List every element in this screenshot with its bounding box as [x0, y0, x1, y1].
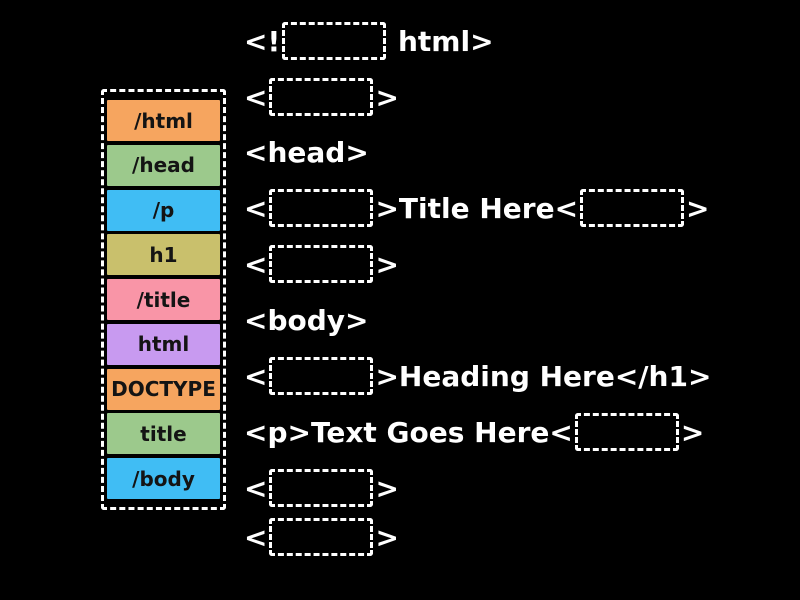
answer-blank[interactable]: [574, 413, 679, 451]
answer-blank[interactable]: [269, 189, 374, 227]
code-line-body-open: <body>: [244, 300, 369, 340]
word-tile-title[interactable]: title: [107, 413, 220, 455]
code-text: >Title Here<: [375, 191, 579, 225]
word-tile-close-body[interactable]: /body: [107, 458, 220, 499]
word-tile-close-title[interactable]: /title: [107, 279, 220, 320]
word-tile-close-html[interactable]: /html: [107, 100, 220, 141]
code-text: >: [375, 471, 399, 505]
code-line-body-close: <>: [244, 468, 399, 508]
code-text: <: [244, 471, 268, 505]
answer-blank[interactable]: [269, 518, 374, 556]
word-tile-close-head[interactable]: /head: [107, 144, 220, 186]
code-line-head-open: <head>: [244, 132, 369, 172]
code-text: >: [680, 415, 705, 449]
code-text: <: [244, 520, 268, 554]
code-line-html-close: <>: [244, 517, 399, 557]
code-text: <!: [244, 24, 281, 58]
answer-blank[interactable]: [580, 189, 685, 227]
code-line-head-close: <>: [244, 244, 399, 284]
code-line-paragraph: <p>Text Goes Here< >: [244, 412, 704, 452]
code-text: >: [375, 80, 399, 114]
code-text: <p>Text Goes Here<: [244, 415, 573, 449]
word-tile-doctype[interactable]: DOCTYPE: [107, 368, 220, 410]
answer-blank[interactable]: [269, 245, 374, 283]
code-line-heading: < >Heading Here</h1>: [244, 356, 711, 396]
code-text: >: [375, 247, 399, 281]
answer-blank[interactable]: [269, 469, 374, 507]
code-text: >: [686, 191, 710, 225]
code-line-html-open: <>: [244, 77, 399, 117]
word-tile-html[interactable]: html: [107, 323, 220, 365]
answer-blank[interactable]: [282, 22, 387, 60]
word-tile-h1[interactable]: h1: [107, 234, 220, 276]
code-line-doctype: <! html>: [244, 21, 494, 61]
code-text: >Heading Here</h1>: [375, 359, 712, 393]
answer-blank[interactable]: [269, 78, 374, 116]
code-text: <: [244, 247, 268, 281]
code-text: <head>: [244, 135, 369, 169]
code-text: >: [375, 520, 399, 554]
code-text: <: [244, 191, 268, 225]
word-tile-close-p[interactable]: /p: [107, 189, 220, 231]
answer-blank[interactable]: [269, 357, 374, 395]
code-text: html>: [388, 24, 494, 58]
code-text: <: [244, 359, 268, 393]
code-text: <body>: [244, 303, 369, 337]
code-text: <: [244, 80, 268, 114]
code-line-title: < >Title Here< >: [244, 188, 710, 228]
